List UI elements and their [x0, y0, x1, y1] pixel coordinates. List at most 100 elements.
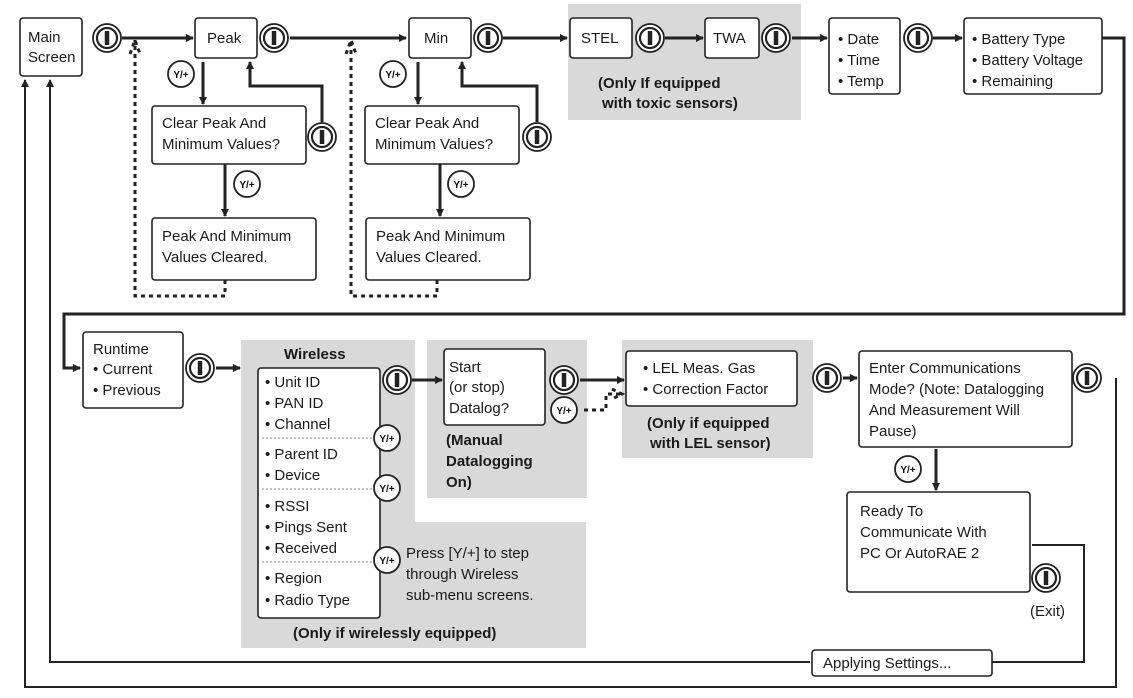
yes-plus-button-circle: [233, 170, 261, 198]
manual-note-line-2: Datalogging: [446, 453, 533, 470]
clear-peak-2-line-1: Clear Peak And: [375, 115, 479, 132]
exit-note: (Exit): [1030, 603, 1065, 620]
twa-label: TWA: [713, 30, 746, 47]
yes-plus-button[interactable]: Y/+: [550, 396, 578, 424]
date-time-temp-box[interactable]: [828, 17, 901, 95]
lel-line-1: • LEL Meas. Gas: [643, 360, 755, 377]
press-note-line-2: through Wireless: [406, 566, 519, 583]
toxic-note-line-1: (Only If equipped: [598, 75, 721, 92]
runtime-previous: • Previous: [93, 382, 161, 399]
arrow-wrap-runtime: [62, 36, 1126, 372]
yes-plus-button[interactable]: Y/+: [233, 170, 261, 198]
mode-button-icon[interactable]: [382, 365, 412, 395]
main-screen-box[interactable]: [19, 17, 83, 77]
ready-line-2: Communicate With: [860, 524, 987, 541]
stel-box[interactable]: [569, 17, 633, 59]
yes-plus-button[interactable]: Y/+: [379, 60, 407, 88]
mode-button-icon[interactable]: [761, 23, 791, 53]
peak-label: Peak: [207, 30, 242, 47]
toxic-note-line-2: with toxic sensors): [601, 95, 738, 112]
dashed-arrowhead-peak: [128, 35, 142, 55]
mode-button-icon[interactable]: [1072, 363, 1102, 393]
arrow-clear-min-return: [458, 61, 539, 122]
mode-button-icon[interactable]: [1031, 563, 1061, 593]
mode-button-icon[interactable]: [549, 365, 579, 395]
ready-box[interactable]: [846, 491, 1031, 593]
mode-button-ring: [1034, 566, 1058, 590]
mode-button-icon[interactable]: [473, 23, 503, 53]
arrow-clear-peak-return: [246, 61, 324, 122]
mode-button-icon[interactable]: [903, 23, 933, 53]
yes-plus-button-circle: [550, 396, 578, 424]
main-screen-label-2: Screen: [28, 49, 76, 66]
wireless-item-9: • Region: [265, 570, 322, 587]
yes-plus-button-circle: [894, 455, 922, 483]
mode-button-icon[interactable]: [307, 122, 337, 152]
press-note-line-3: sub-menu screens.: [406, 587, 534, 604]
mode-button-icon[interactable]: [635, 23, 665, 53]
yes-plus-button-label: Y/+: [385, 70, 400, 81]
wireless-item-8: • Received: [265, 540, 337, 557]
yes-plus-button[interactable]: Y/+: [894, 455, 922, 483]
min-label: Min: [424, 30, 448, 47]
cleared-2-line-1: Peak And Minimum: [376, 228, 505, 245]
mode-button-icon[interactable]: [185, 353, 215, 383]
yes-plus-button[interactable]: Y/+: [373, 474, 401, 502]
runtime-box[interactable]: [82, 331, 184, 409]
mode-button-ring: [552, 368, 576, 392]
date-label: • Date: [838, 31, 879, 48]
main-screen-label-1: Main: [28, 29, 61, 46]
twa-box[interactable]: [704, 17, 760, 59]
mode-button-ring: [815, 366, 839, 390]
yes-plus-button-label: Y/+: [173, 70, 188, 81]
mode-button-icon[interactable]: [92, 23, 122, 53]
runtime-title: Runtime: [93, 341, 149, 358]
mode-button-icon[interactable]: [522, 122, 552, 152]
mode-button-ring: [525, 125, 549, 149]
battery-box[interactable]: [963, 17, 1103, 95]
mode-button-icon[interactable]: [812, 363, 842, 393]
return-loop-inner: [46, 79, 810, 663]
yes-plus-button[interactable]: Y/+: [167, 60, 195, 88]
time-label: • Time: [838, 52, 880, 69]
enter-comm-box[interactable]: [858, 350, 1073, 448]
temp-label: • Temp: [838, 73, 884, 90]
return-loop-exit: [990, 544, 1085, 663]
wireless-note: (Only if wirelessly equipped): [293, 625, 496, 642]
yes-plus-button-label: Y/+: [239, 180, 254, 191]
cleared-1-line-2: Values Cleared.: [162, 249, 268, 266]
battery-type-label: • Battery Type: [972, 31, 1065, 48]
yes-plus-button[interactable]: Y/+: [447, 170, 475, 198]
enter-comm-line-2: Mode? (Note: Datalogging: [869, 381, 1044, 398]
clear-peak-2-line-2: Minimum Values?: [375, 136, 493, 153]
mode-button-icon[interactable]: [259, 23, 289, 53]
mode-buttons: [92, 23, 1102, 593]
clear-peak-box-1[interactable]: [151, 105, 307, 165]
dashed-return-min: [349, 40, 439, 298]
mode-button-ring: [262, 26, 286, 50]
peak-box[interactable]: [194, 17, 258, 59]
yes-plus-button[interactable]: Y/+: [373, 546, 401, 574]
mode-button-ring: [310, 125, 334, 149]
lel-note-line-2: with LEL sensor): [649, 435, 771, 452]
lel-note-line-1: (Only if equipped: [647, 415, 770, 432]
enter-comm-line-3: And Measurement Will: [869, 402, 1020, 419]
yes-plus-button[interactable]: Y/+: [373, 424, 401, 452]
datalog-box[interactable]: [443, 348, 546, 426]
battery-voltage-label: • Battery Voltage: [972, 52, 1083, 69]
mode-button-ring: [385, 368, 409, 392]
wireless-item-10: • Radio Type: [265, 592, 350, 609]
wireless-item-7: • Pings Sent: [265, 519, 348, 536]
dashed-return-peak: [133, 40, 227, 298]
yes-plus-button-circle: [379, 60, 407, 88]
yes-plus-button-label: Y/+: [379, 484, 394, 495]
datalog-line-1: Start: [449, 359, 482, 376]
clear-peak-1-line-1: Clear Peak And: [162, 115, 266, 132]
applying-settings-label: Applying Settings...: [823, 655, 951, 672]
mode-button-ring: [906, 26, 930, 50]
lel-box[interactable]: [625, 350, 798, 407]
press-note-line-1: Press [Y/+] to step: [406, 545, 529, 562]
clear-peak-box-2[interactable]: [364, 105, 520, 165]
min-box[interactable]: [408, 17, 472, 59]
